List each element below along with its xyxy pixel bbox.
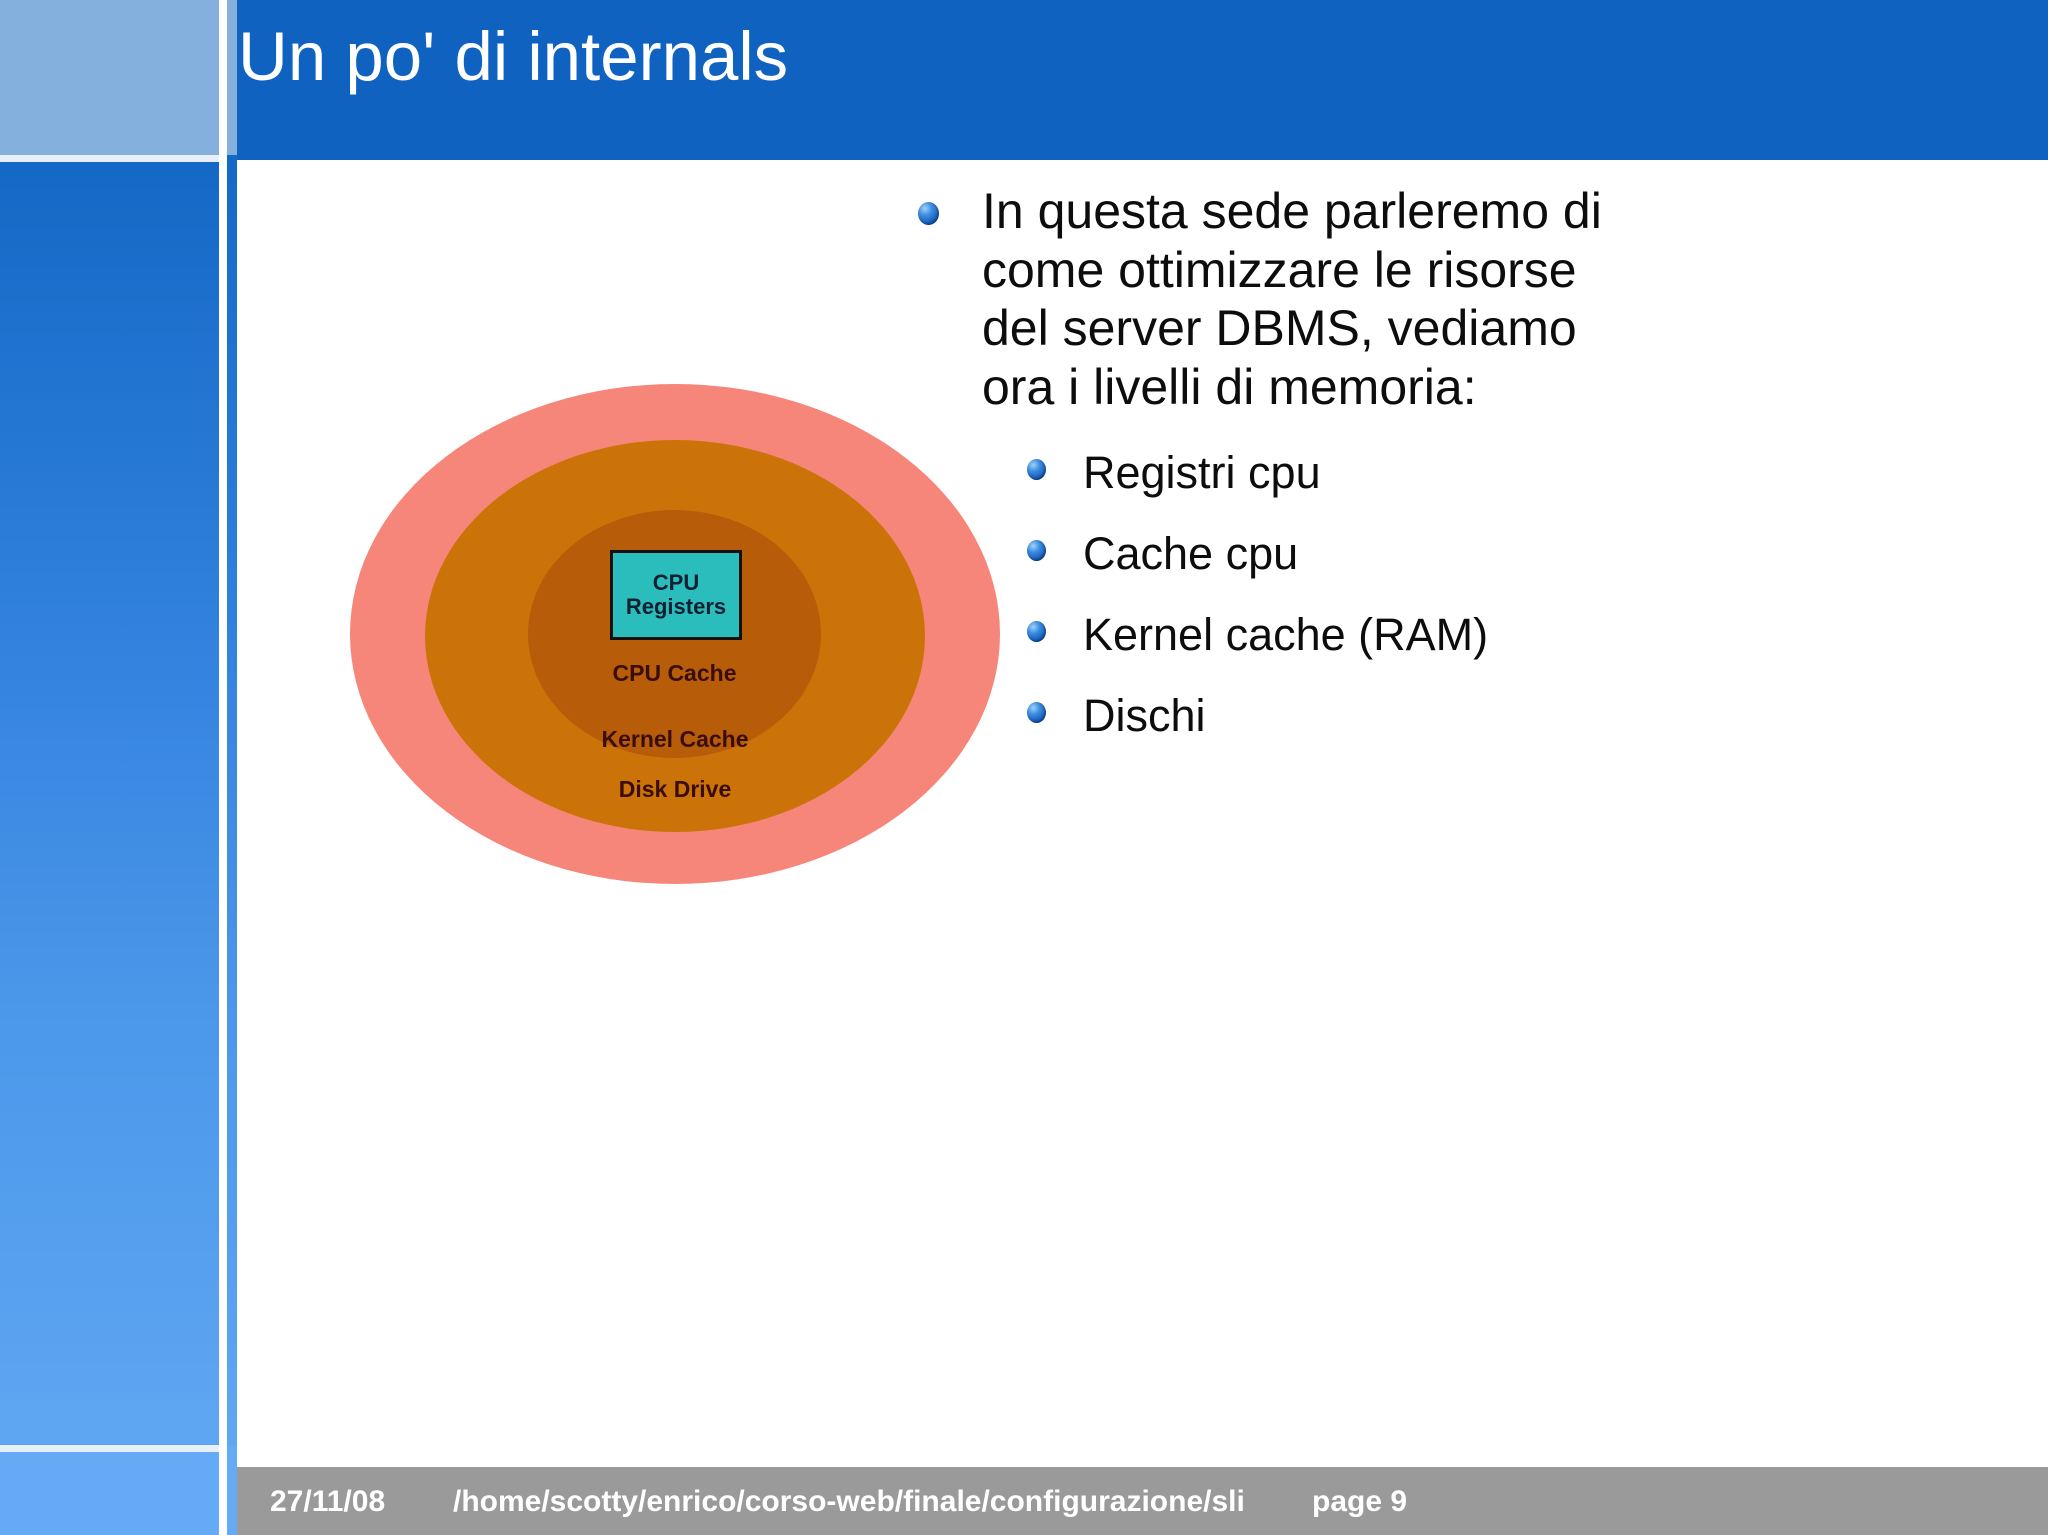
bullet-level2-item-dischi: Dischi	[1015, 693, 2007, 738]
cpu-registers-line2: Registers	[625, 594, 727, 619]
sidebar-divider-bottom	[0, 1445, 219, 1452]
sidebar-gradient-block	[0, 162, 219, 1445]
sidebar-bottom-block	[0, 1452, 219, 1535]
bullet-sphere-icon	[1027, 702, 1046, 723]
bullet-level1-item: In questa sede parleremo di come ottimiz…	[897, 182, 1602, 416]
disk-drive-label: Disk Drive	[618, 776, 732, 802]
sidebar-divider-top	[0, 155, 219, 162]
bullet-level2-label: Cache cpu	[1083, 528, 1299, 579]
slide-sidebar-decoration	[0, 0, 219, 1535]
sidebar-white-gap	[219, 0, 227, 1535]
page-title: Un po' di internals	[238, 18, 789, 95]
bullet-level2-item-kernel-cache: Kernel cache (RAM)	[1015, 612, 2007, 657]
footer-path: /home/scotty/enrico/corso-web/finale/con…	[453, 1485, 1245, 1518]
slide-title-bar: Un po' di internals	[237, 0, 2048, 160]
bullet-sphere-icon	[1027, 459, 1046, 480]
slide-body-text: In questa sede parleremo di come ottimiz…	[897, 182, 2007, 774]
cpu-registers-line1: CPU	[652, 570, 700, 596]
cpu-registers-box: CPU Registers	[610, 550, 742, 640]
sidebar-top-block	[0, 0, 219, 155]
bullet-level2-item-registri-cpu: Registri cpu	[1015, 450, 2007, 495]
bullet-level2-item-cache-cpu: Cache cpu	[1015, 531, 2007, 576]
bullet-level2-list: Registri cpu Cache cpu Kernel cache (RAM…	[897, 450, 2007, 738]
accent-rule-top	[227, 0, 237, 155]
bullet-sphere-icon	[1027, 621, 1046, 642]
bullet-level1-label: In questa sede parleremo di come ottimiz…	[982, 183, 1602, 415]
accent-rule-bottom	[227, 1445, 237, 1535]
bullet-level2-label: Dischi	[1083, 690, 1206, 741]
footer-page-number: page 9	[1312, 1485, 1408, 1518]
sidebar-accent-rule	[227, 0, 237, 1535]
cpu-cache-label: CPU Cache	[612, 660, 737, 686]
slide-footer-bar: 27/11/08 /home/scotty/enrico/corso-web/f…	[237, 1467, 2048, 1535]
memory-hierarchy-diagram: CPU Registers CPU Cache Kernel Cache Dis…	[292, 370, 1000, 890]
footer-date: 27/11/08	[270, 1485, 386, 1518]
slide-content-area: CPU Registers CPU Cache Kernel Cache Dis…	[237, 160, 2048, 1462]
kernel-cache-label: Kernel Cache	[601, 726, 749, 752]
bullet-sphere-icon	[918, 202, 939, 225]
accent-rule-mid	[227, 155, 237, 1445]
bullet-level2-label: Kernel cache (RAM)	[1083, 609, 1489, 660]
bullet-level2-label: Registri cpu	[1083, 447, 1321, 498]
bullet-sphere-icon	[1027, 540, 1046, 561]
